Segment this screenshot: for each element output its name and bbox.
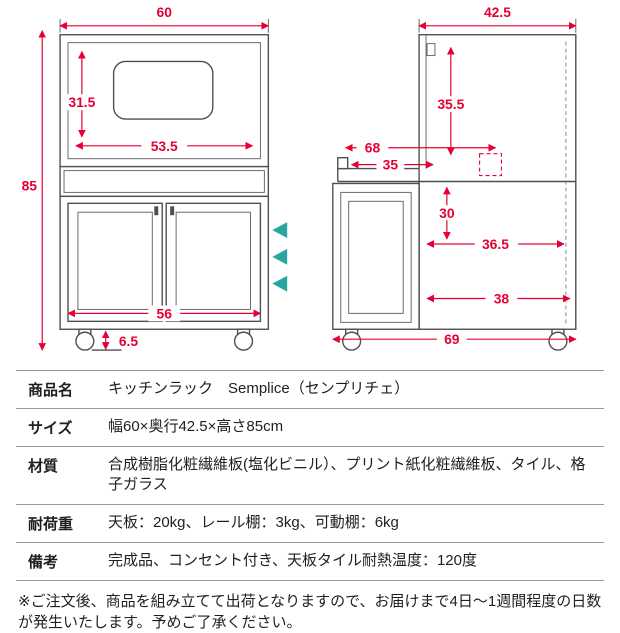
front-right-door [165,202,262,323]
side-outlet-dash-box [479,153,502,177]
label-backing [356,139,389,156]
spec-value: 天板：20kg、レール棚：3kg、可動棚：6kg [108,513,399,531]
side-slide-depth-dim: 35 [383,157,399,173]
spec-row-size: サイズ 幅60×奥行42.5×高さ85cm [16,409,604,447]
front-caster-height-dim: 6.5 [119,333,139,349]
side-upper-height-dim: 35.5 [437,96,464,112]
front-view-drawing: 60 85 31.5 53.5 56 6.5 [22,4,288,351]
front-height-dim: 85 [22,177,38,193]
side-right-caster [548,331,568,351]
front-right-caster [233,331,254,351]
side-lower-panel-inner [348,200,404,314]
spec-label: 材質 [28,458,59,475]
side-view-drawing: 42.5 35.5 68 35 30 36.5 38 69 [332,4,577,351]
front-right-door-handle [170,206,175,216]
side-mid-height-dim: 30 [439,205,455,221]
front-upper-height-dim: 31.5 [68,94,95,110]
side-width-dim: 42.5 [484,4,511,20]
spec-row-load-capacity: 耐荷重 天板：20kg、レール棚：3kg、可動棚：6kg [16,505,604,543]
spec-area: 商品名 キッチンラック Semplice（センプリチェ） サイズ 幅60×奥行4… [0,362,620,633]
front-left-door-handle [154,206,159,216]
label-backing [474,236,519,252]
front-left-door [67,202,163,323]
shelf-arrow-icon [272,222,288,239]
front-left-glass [77,211,153,310]
dimension-diagram: 60 85 31.5 53.5 56 6.5 [22,4,577,351]
label-backing [430,96,472,113]
spec-row-notes: 備考 完成品、コンセント付き、天板タイル耐熱温度：120度 [16,543,604,581]
spec-value: キッチンラック Semplice（センプリチェ） [108,380,410,397]
shelf-arrow-icon [272,275,288,292]
label-backing [376,156,405,172]
label-backing [61,94,103,111]
front-appliance-opening [112,60,214,120]
front-left-caster [75,331,95,351]
shelf-arrow-icon [272,248,288,265]
spec-label: サイズ [28,420,73,437]
label-backing [436,331,467,348]
label-backing [148,305,181,322]
side-lower-depth-dim: 38 [494,290,510,306]
side-shelf-depth-dim: 36.5 [482,236,509,252]
spec-value: 幅60×奥行42.5×高さ85cm [108,418,284,435]
spec-label: 耐荷重 [28,515,74,533]
label-backing [485,290,518,307]
spec-label: 備考 [28,553,59,571]
side-total-depth-dim: 69 [444,331,460,347]
side-rail-depth-dim: 68 [365,140,381,156]
front-lower-width-dim: 56 [156,305,172,321]
label-backing [141,137,188,154]
front-width-dim: 60 [156,4,172,20]
side-left-caster [342,331,362,351]
spec-label: 商品名 [28,382,74,399]
spec-row-material: 材質 合成樹脂化粧繊維板(塩化ビニル）、プリント紙化粧繊維板、タイル、格子ガラス [16,447,604,505]
front-upper-width-dim: 53.5 [151,138,178,154]
spec-value: 合成樹脂化粧繊維板(塩化ビニル）、プリント紙化粧繊維板、タイル、格子ガラス [108,456,586,494]
side-counter-lip [337,156,349,170]
order-footnote: ※ご注文後、商品を組み立てて出荷となりますので、お届けまで4日～1週間程度の日数… [18,592,602,631]
front-right-glass [175,211,251,310]
spec-table: 商品名 キッチンラック Semplice（センプリチェ） サイズ 幅60×奥行4… [16,370,604,581]
side-lower-cabinet [332,182,420,330]
front-slide-shelf-inner [63,170,265,193]
label-backing [434,205,460,221]
side-hook-detail [426,43,436,57]
spec-row-product-name: 商品名 キッチンラック Semplice（センプリチェ） [16,371,604,409]
side-lower-panel [340,191,412,323]
spec-value: 完成品、コンセント付き、天板タイル耐熱温度：120度 [108,551,477,569]
